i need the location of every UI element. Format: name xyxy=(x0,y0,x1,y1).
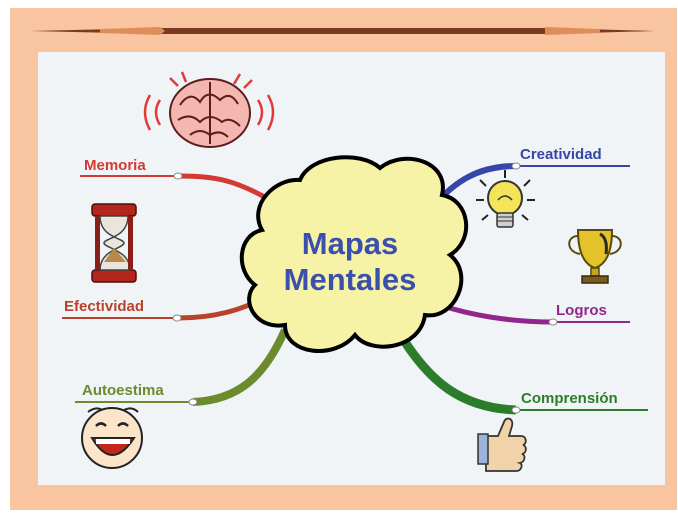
center-title-line1: Mapas xyxy=(301,226,399,261)
branch-label-memoria: Memoria xyxy=(84,157,146,174)
branch-label-creatividad: Creatividad xyxy=(520,146,602,163)
top-divider xyxy=(30,27,655,35)
branch-autoestima-connector xyxy=(75,328,289,406)
branch-comprension-connector xyxy=(401,339,648,415)
branch-label-autoestima: Autoestima xyxy=(82,382,164,399)
center-cloud-shape xyxy=(239,155,469,353)
center-title-line2: Mentales xyxy=(283,262,417,297)
branch-label-efectividad: Efectividad xyxy=(64,298,145,315)
thumbs-up-icon xyxy=(477,417,527,472)
branch-memoria-connector xyxy=(80,172,272,203)
branch-label-logros: Logros xyxy=(556,302,607,319)
trophy-icon xyxy=(568,229,622,284)
smiling-face-icon xyxy=(81,407,143,469)
hourglass-icon xyxy=(91,203,137,283)
branch-creatividad-connector xyxy=(429,162,630,210)
branch-label-comprension: Comprensión xyxy=(521,390,618,407)
lightbulb-icon xyxy=(476,170,535,228)
brain-icon xyxy=(143,71,275,148)
center-title: Mapas Mentales xyxy=(250,226,450,298)
